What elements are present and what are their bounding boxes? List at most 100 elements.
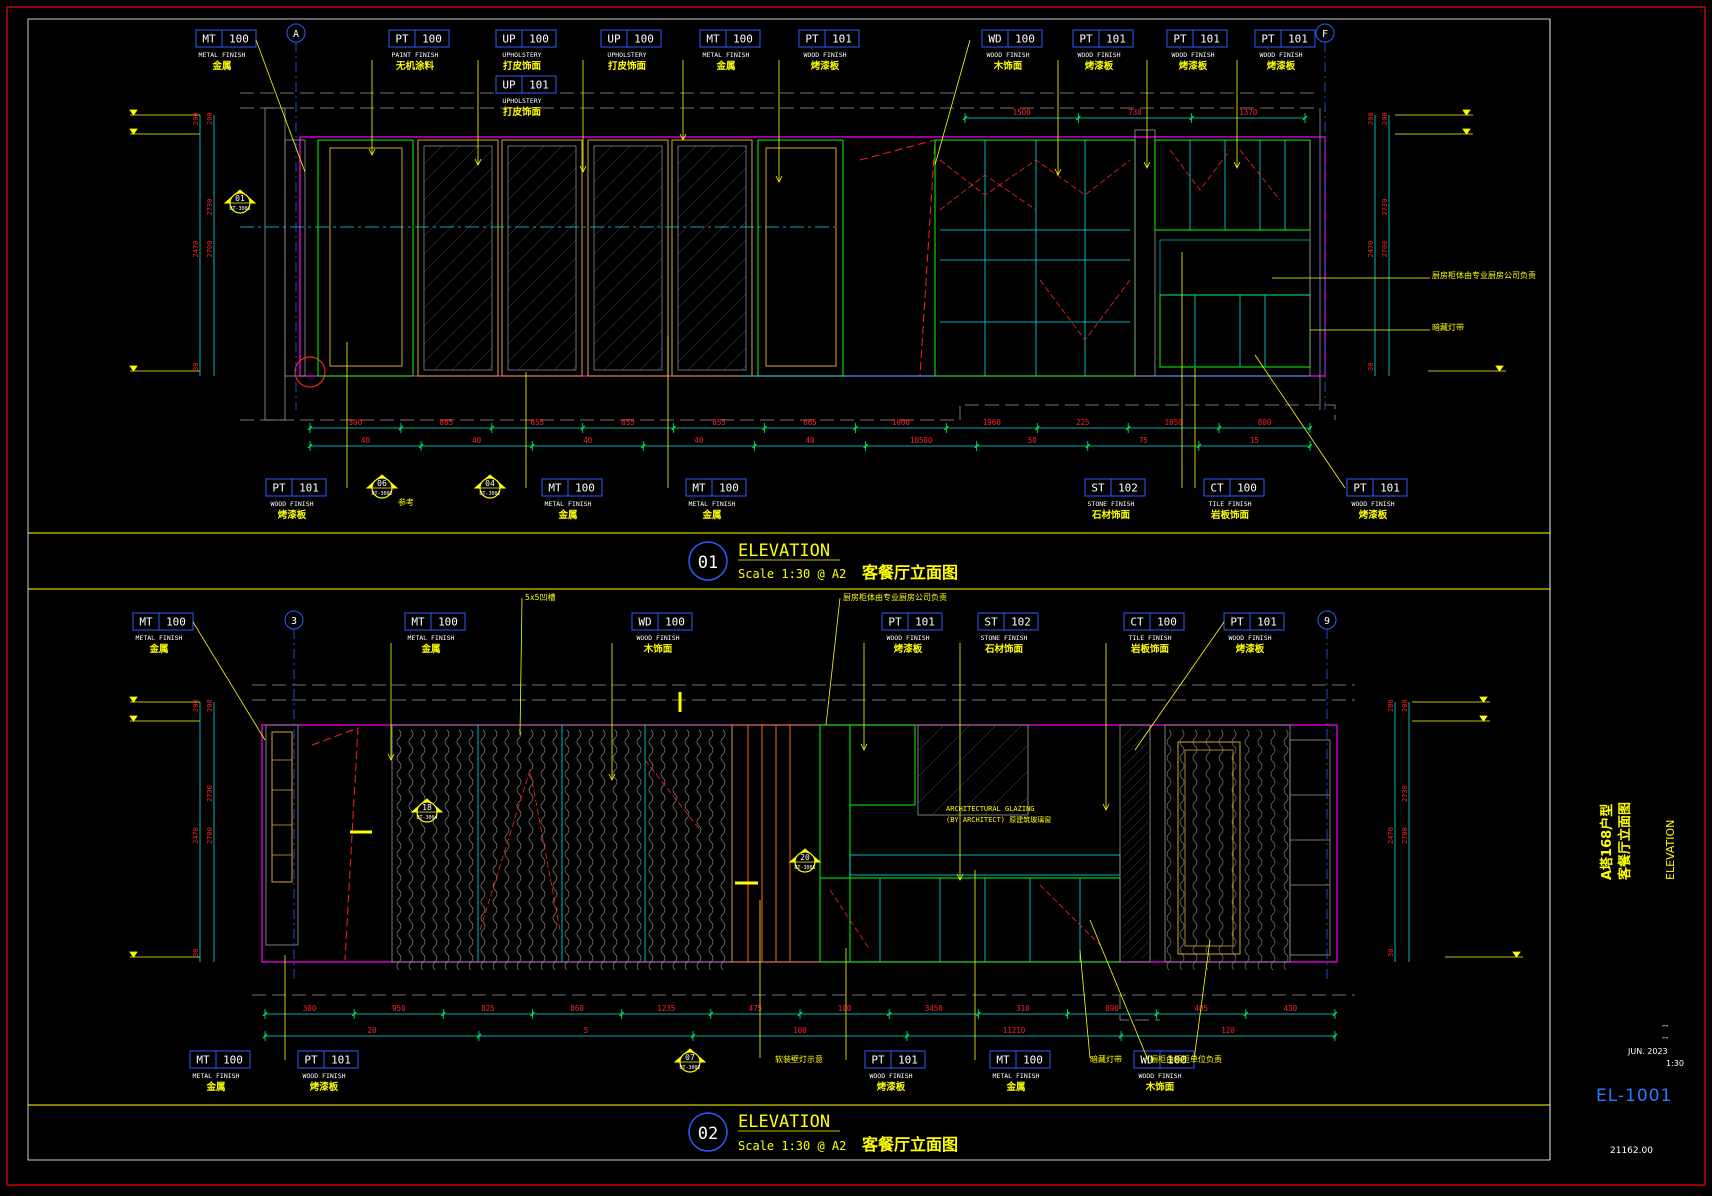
elevation-title-cn: 客餐厅立面图 (862, 1135, 958, 1154)
level-marker (1412, 696, 1490, 703)
hatch-line (1121, 831, 1149, 859)
finish-tag-chinese: 石材饰面 (1091, 509, 1131, 521)
upholstered-panel-inner (507, 145, 577, 371)
note-leader (825, 597, 841, 726)
hatch-line (1121, 931, 1149, 959)
grain-line (708, 729, 714, 971)
hatch-line (593, 149, 663, 219)
hatch-line (677, 275, 747, 345)
finish-tag-chinese: 木饰面 (643, 643, 673, 655)
dimension-slash (1154, 1011, 1160, 1017)
level-marker (129, 365, 200, 372)
hatch-line (1121, 861, 1149, 889)
dimension-slash (307, 443, 313, 449)
finish-tag-chinese: 金属 (211, 60, 231, 72)
pattern-line (939, 159, 1131, 196)
grain-line (504, 729, 510, 971)
dimension-value: 225 (1076, 418, 1090, 427)
finish-tag-number: 102 (1011, 616, 1031, 629)
finish-tag-number: 100 (1023, 1054, 1043, 1067)
hatch-line (469, 347, 493, 371)
section-id: 07 (685, 1053, 695, 1062)
hatch-line (1121, 921, 1149, 949)
finish-tag-code: UP (502, 79, 516, 92)
grain-line (456, 729, 462, 971)
finish-tag-number: 101 (898, 1054, 918, 1067)
hatch-line (507, 145, 563, 201)
finish-tag-name: METAL FINISH (703, 51, 750, 59)
finish-tag-chinese: 烤漆板 (278, 509, 307, 521)
section-id: 20 (800, 853, 810, 862)
dimension-value: 200 (1387, 699, 1395, 712)
dimension-slash (1307, 443, 1313, 449)
dimension-value: 20 (367, 1026, 377, 1035)
grain-line (696, 729, 702, 971)
level-triangle (1479, 696, 1488, 703)
dimension-value: 1000 (892, 418, 911, 427)
dimension-slash (489, 425, 495, 431)
dimension-slash (708, 1011, 714, 1017)
title-circle (688, 1112, 728, 1152)
hatch-line (1121, 911, 1149, 939)
note-leader (1089, 919, 1149, 1061)
hatch-line (507, 239, 577, 309)
dimension-value: 2730 (1381, 199, 1389, 216)
hatch-line (957, 744, 1029, 816)
section-sheet: DT-3002 (479, 491, 500, 497)
finish-tag-number: 100 (1237, 482, 1257, 495)
finish-tag-chinese: 烤漆板 (811, 60, 840, 72)
dimension-value: 100 (838, 1004, 852, 1013)
hatch-line (593, 145, 649, 201)
finish-tag-code: PT (304, 1054, 318, 1067)
upholstered-panel-inner (677, 145, 747, 371)
finish-tag-name: WOOD FINISH (1077, 51, 1120, 59)
dimension-slash (1216, 425, 1222, 431)
hatch-line (593, 185, 663, 255)
elevation-scale: Scale 1:30 @ A2 (738, 1139, 846, 1153)
finish-tag-code: UP (607, 33, 621, 46)
section-sheet: DT-3002 (679, 1065, 700, 1071)
finish-tag-number-box (291, 478, 327, 497)
finish-tag-chinese: 石材饰面 (984, 643, 1024, 655)
section-sheet: DT-3004 (416, 815, 437, 821)
dimension-slash (1302, 115, 1308, 121)
finish-tag-number-box (158, 612, 194, 631)
hatch-line (571, 365, 577, 371)
finish-tag-code: MT (996, 1054, 1010, 1067)
note-kitchen: 厨房柜体由专业厨房公司负责 (1432, 270, 1536, 280)
hatch-line (1121, 891, 1149, 919)
dimension-slash (962, 115, 968, 121)
elevation-scale: Scale 1:30 @ A2 (738, 567, 846, 581)
grain-line (612, 729, 618, 971)
hatch-line (423, 149, 493, 219)
dimension-slash (762, 425, 767, 431)
wood-grain (396, 729, 726, 971)
section-sheet: DT-3005 (794, 865, 815, 871)
finish-tag-code: ST (984, 616, 998, 629)
tag-leader (934, 39, 971, 166)
finish-tag-number: 101 (915, 616, 935, 629)
hatch-line (423, 167, 493, 237)
dimension-slash (529, 443, 535, 449)
finish-tag-chinese: 烤漆板 (894, 643, 923, 655)
hatch-line (487, 365, 493, 371)
hatch-line (593, 293, 663, 363)
finish-tag-chinese: 金属 (148, 643, 168, 655)
floor-outline (1119, 995, 1160, 1021)
finish-tag-number-box (1015, 1050, 1051, 1069)
dimension-value: 800 (1258, 418, 1272, 427)
dimension-value: 860 (570, 1004, 584, 1013)
hatch-line (593, 257, 663, 327)
finish-tag-number-box (1098, 29, 1134, 48)
elevation-number: 01 (698, 553, 718, 573)
finish-tag-chinese: 打皮饰面 (503, 60, 542, 72)
level-triangle (129, 128, 138, 135)
door-frame (1177, 741, 1241, 955)
